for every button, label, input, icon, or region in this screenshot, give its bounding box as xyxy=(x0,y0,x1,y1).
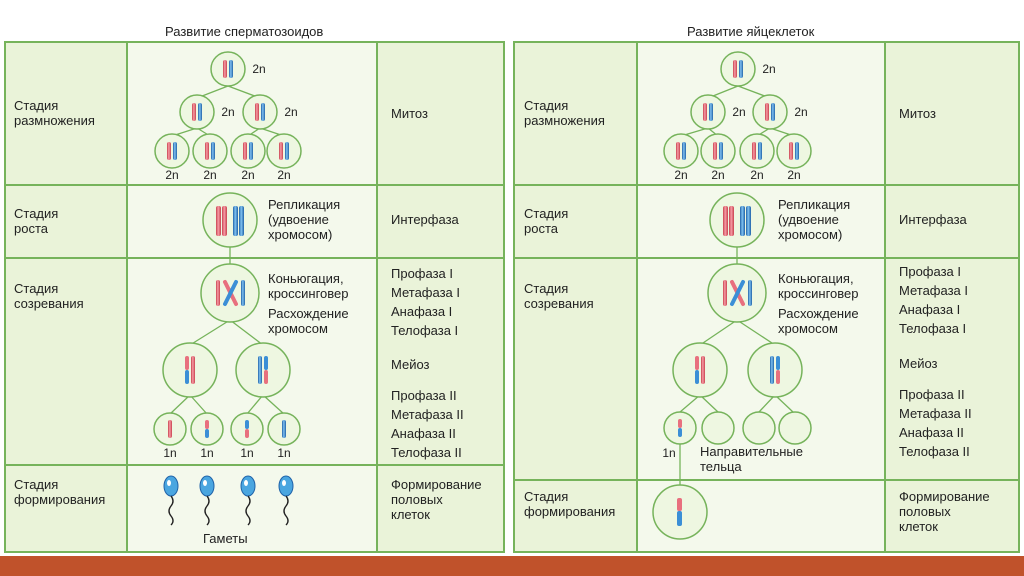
egg-title: Развитие яйцеклеток xyxy=(687,24,815,39)
gametes-label: Гаметы xyxy=(203,531,248,546)
egg-chromosome-pairs xyxy=(676,60,799,526)
ploidy-label: 2n xyxy=(732,105,746,119)
ploidy-label: 2n xyxy=(241,168,255,182)
sperm-formation-result: Формирование половых клеток xyxy=(391,477,482,522)
chromosome-pairs xyxy=(167,60,289,438)
sperm-table xyxy=(4,41,505,553)
footer-bar xyxy=(0,556,1024,576)
egg-meiosis1-phases: Профаза I Метафаза I Анафаза I Телофаза … xyxy=(899,264,969,336)
ploidy-label: 1n xyxy=(277,446,291,460)
egg-replication-note: Репликация (удвоение хромосом) xyxy=(778,197,851,242)
ploidy-label: 2n xyxy=(221,105,235,119)
ploidy-label: 2n xyxy=(762,62,776,76)
ploidy-label: 2n xyxy=(711,168,725,182)
egg-divergence-note: Расхождение хромосом xyxy=(778,306,859,336)
sperm-stage-reproduction: Стадия размножения xyxy=(14,98,95,128)
ploidy-label: 2n xyxy=(674,168,688,182)
ploidy-label: 2n xyxy=(203,168,217,182)
sperm-conjugation-note: Коньюгация, кроссинговер xyxy=(268,271,349,301)
sperm-title: Развитие сперматозоидов xyxy=(165,24,324,39)
sperm-stage-formation: Стадия формирования xyxy=(14,477,106,507)
sperm-meiosis2-phases: Профаза II Метафаза II Анафаза II Телофа… xyxy=(391,388,464,460)
sperm-mitosis: Митоз xyxy=(391,106,428,121)
ploidy-label: 1n xyxy=(662,446,676,460)
egg-mitosis: Митоз xyxy=(899,106,936,121)
ploidy-label: 2n xyxy=(252,62,266,76)
ploidy-label: 2n xyxy=(165,168,179,182)
ploidy-label: 1n xyxy=(200,446,214,460)
sperm-stage-maturation: Стадия созревания xyxy=(14,281,84,311)
egg-table xyxy=(513,41,1020,553)
egg-meiosis2-phases: Профаза II Метафаза II Анафаза II Телофа… xyxy=(899,387,972,459)
egg-interphase: Интерфаза xyxy=(899,212,967,227)
sperm-interphase: Интерфаза xyxy=(391,212,459,227)
sperm-meiosis-label: Мейоз xyxy=(391,357,430,372)
ploidy-label: 2n xyxy=(277,168,291,182)
egg-formation-result: Формирование половых клеток xyxy=(899,489,990,534)
ploidy-label: 2n xyxy=(794,105,808,119)
sperm-cells xyxy=(163,475,294,526)
ploidy-label: 2n xyxy=(284,105,298,119)
egg-meiosis-label: Мейоз xyxy=(899,356,938,371)
ploidy-label: 2n xyxy=(750,168,764,182)
ploidy-label: 2n xyxy=(787,168,801,182)
egg-stage-maturation: Стадия созревания xyxy=(524,281,594,311)
sperm-replication-note: Репликация (удвоение хромосом) xyxy=(268,197,341,242)
egg-conjugation-note: Коньюгация, кроссинговер xyxy=(778,271,859,301)
egg-stage-formation: Стадия формирования xyxy=(524,489,616,519)
sperm-stage-growth: Стадия роста xyxy=(14,206,59,236)
polar-bodies-label: Направительные тельца xyxy=(700,444,804,474)
egg-stage-reproduction: Стадия размножения xyxy=(524,98,605,128)
sperm-meiosis1-phases: Профаза I Метафаза I Анафаза I Телофаза … xyxy=(391,266,461,338)
ploidy-label: 1n xyxy=(240,446,254,460)
sperm-divergence-note: Расхождение хромосом xyxy=(268,306,349,336)
ploidy-label: 1n xyxy=(163,446,177,460)
egg-stage-growth: Стадия роста xyxy=(524,206,569,236)
